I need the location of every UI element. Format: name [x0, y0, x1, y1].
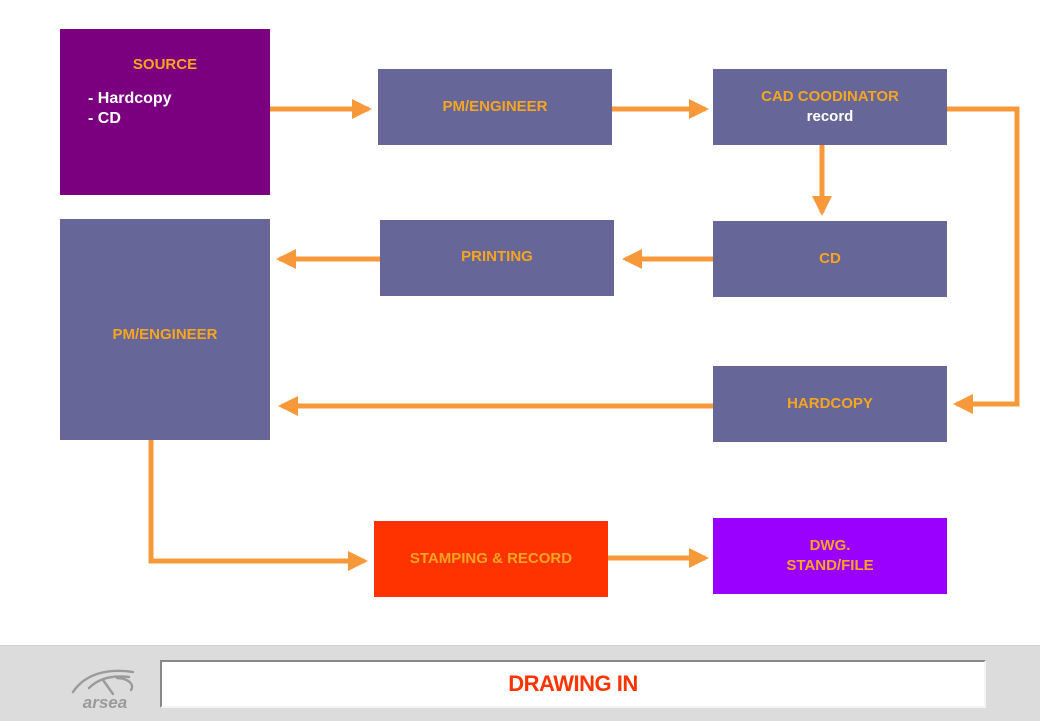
dwg-subtitle: STAND/FILE: [786, 557, 874, 574]
footer-bar: arsea DRAWING IN: [0, 645, 1040, 721]
arrow-cad-coordinator-to-hardcopy: [946, 106, 1020, 414]
dwg-stand-file-box: DWG. STAND/FILE: [713, 518, 947, 594]
pm-engineer-side-box: PM/ENGINEER: [60, 219, 270, 440]
source-box: SOURCE - Hardcopy - CD: [60, 29, 270, 195]
pm-engineer-top-box: PM/ENGINEER: [378, 69, 612, 145]
pm-engineer-top-label: PM/ENGINEER: [442, 98, 548, 115]
source-title: SOURCE: [132, 56, 198, 73]
arsea-logo-icon: arsea: [71, 669, 135, 712]
source-item-hardcopy: - Hardcopy: [88, 90, 172, 107]
hardcopy-label: HARDCOPY: [787, 395, 873, 412]
pm-engineer-side-label: PM/ENGINEER: [112, 325, 218, 343]
stamping-record-label: STAMPING & RECORD: [409, 550, 573, 567]
printing-box: PRINTING: [380, 220, 614, 296]
slide-title: DRAWING IN: [508, 671, 638, 696]
cd-box: CD: [713, 221, 947, 297]
printing-label: PRINTING: [461, 248, 533, 265]
hardcopy-box: HARDCOPY: [713, 366, 947, 442]
dwg-title: DWG.: [809, 537, 851, 554]
logo-wordmark: arsea: [83, 693, 127, 712]
cad-coordinator-title: CAD COODINATOR: [761, 88, 899, 105]
footer-title-panel: DRAWING IN: [160, 660, 986, 708]
cad-coordinator-subtitle: record: [806, 108, 854, 125]
stamping-record-box: STAMPING & RECORD: [374, 521, 608, 597]
source-item-cd: - CD: [88, 110, 121, 127]
arrow-pm-engineer-to-stamping: [148, 439, 368, 571]
cad-coordinator-box: CAD COODINATOR record: [713, 69, 947, 145]
cd-label: CD: [819, 250, 841, 267]
